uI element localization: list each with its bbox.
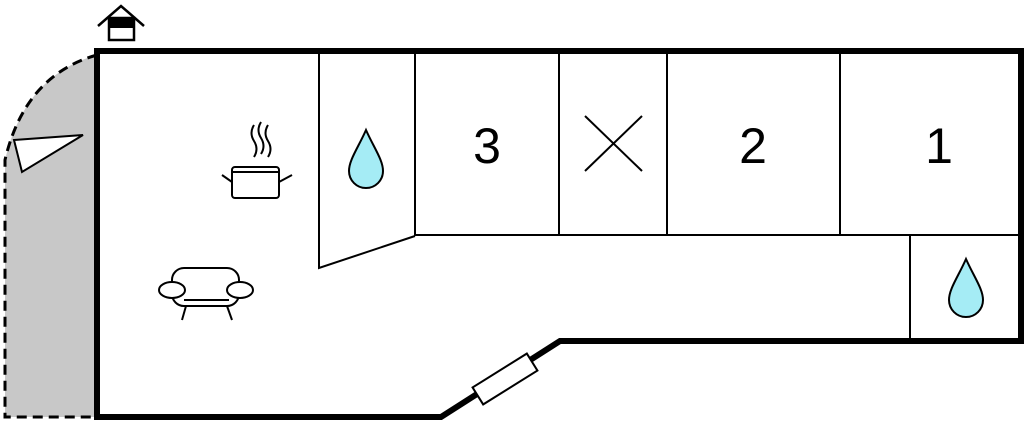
cooking-pot-icon <box>221 121 293 199</box>
cross-icon <box>584 115 643 172</box>
water-drop-icon <box>947 256 985 318</box>
door-icon <box>471 352 539 406</box>
room-label-3: 3 <box>473 118 501 174</box>
room-label-1: 1 <box>925 118 953 174</box>
house-icon <box>97 4 145 42</box>
flag-icon <box>12 134 84 174</box>
water-drop-icon <box>347 127 385 189</box>
sofa-icon <box>158 267 254 321</box>
room-label-2: 2 <box>739 118 767 174</box>
interior-walls <box>318 53 1019 339</box>
terrace-area <box>3 53 99 419</box>
